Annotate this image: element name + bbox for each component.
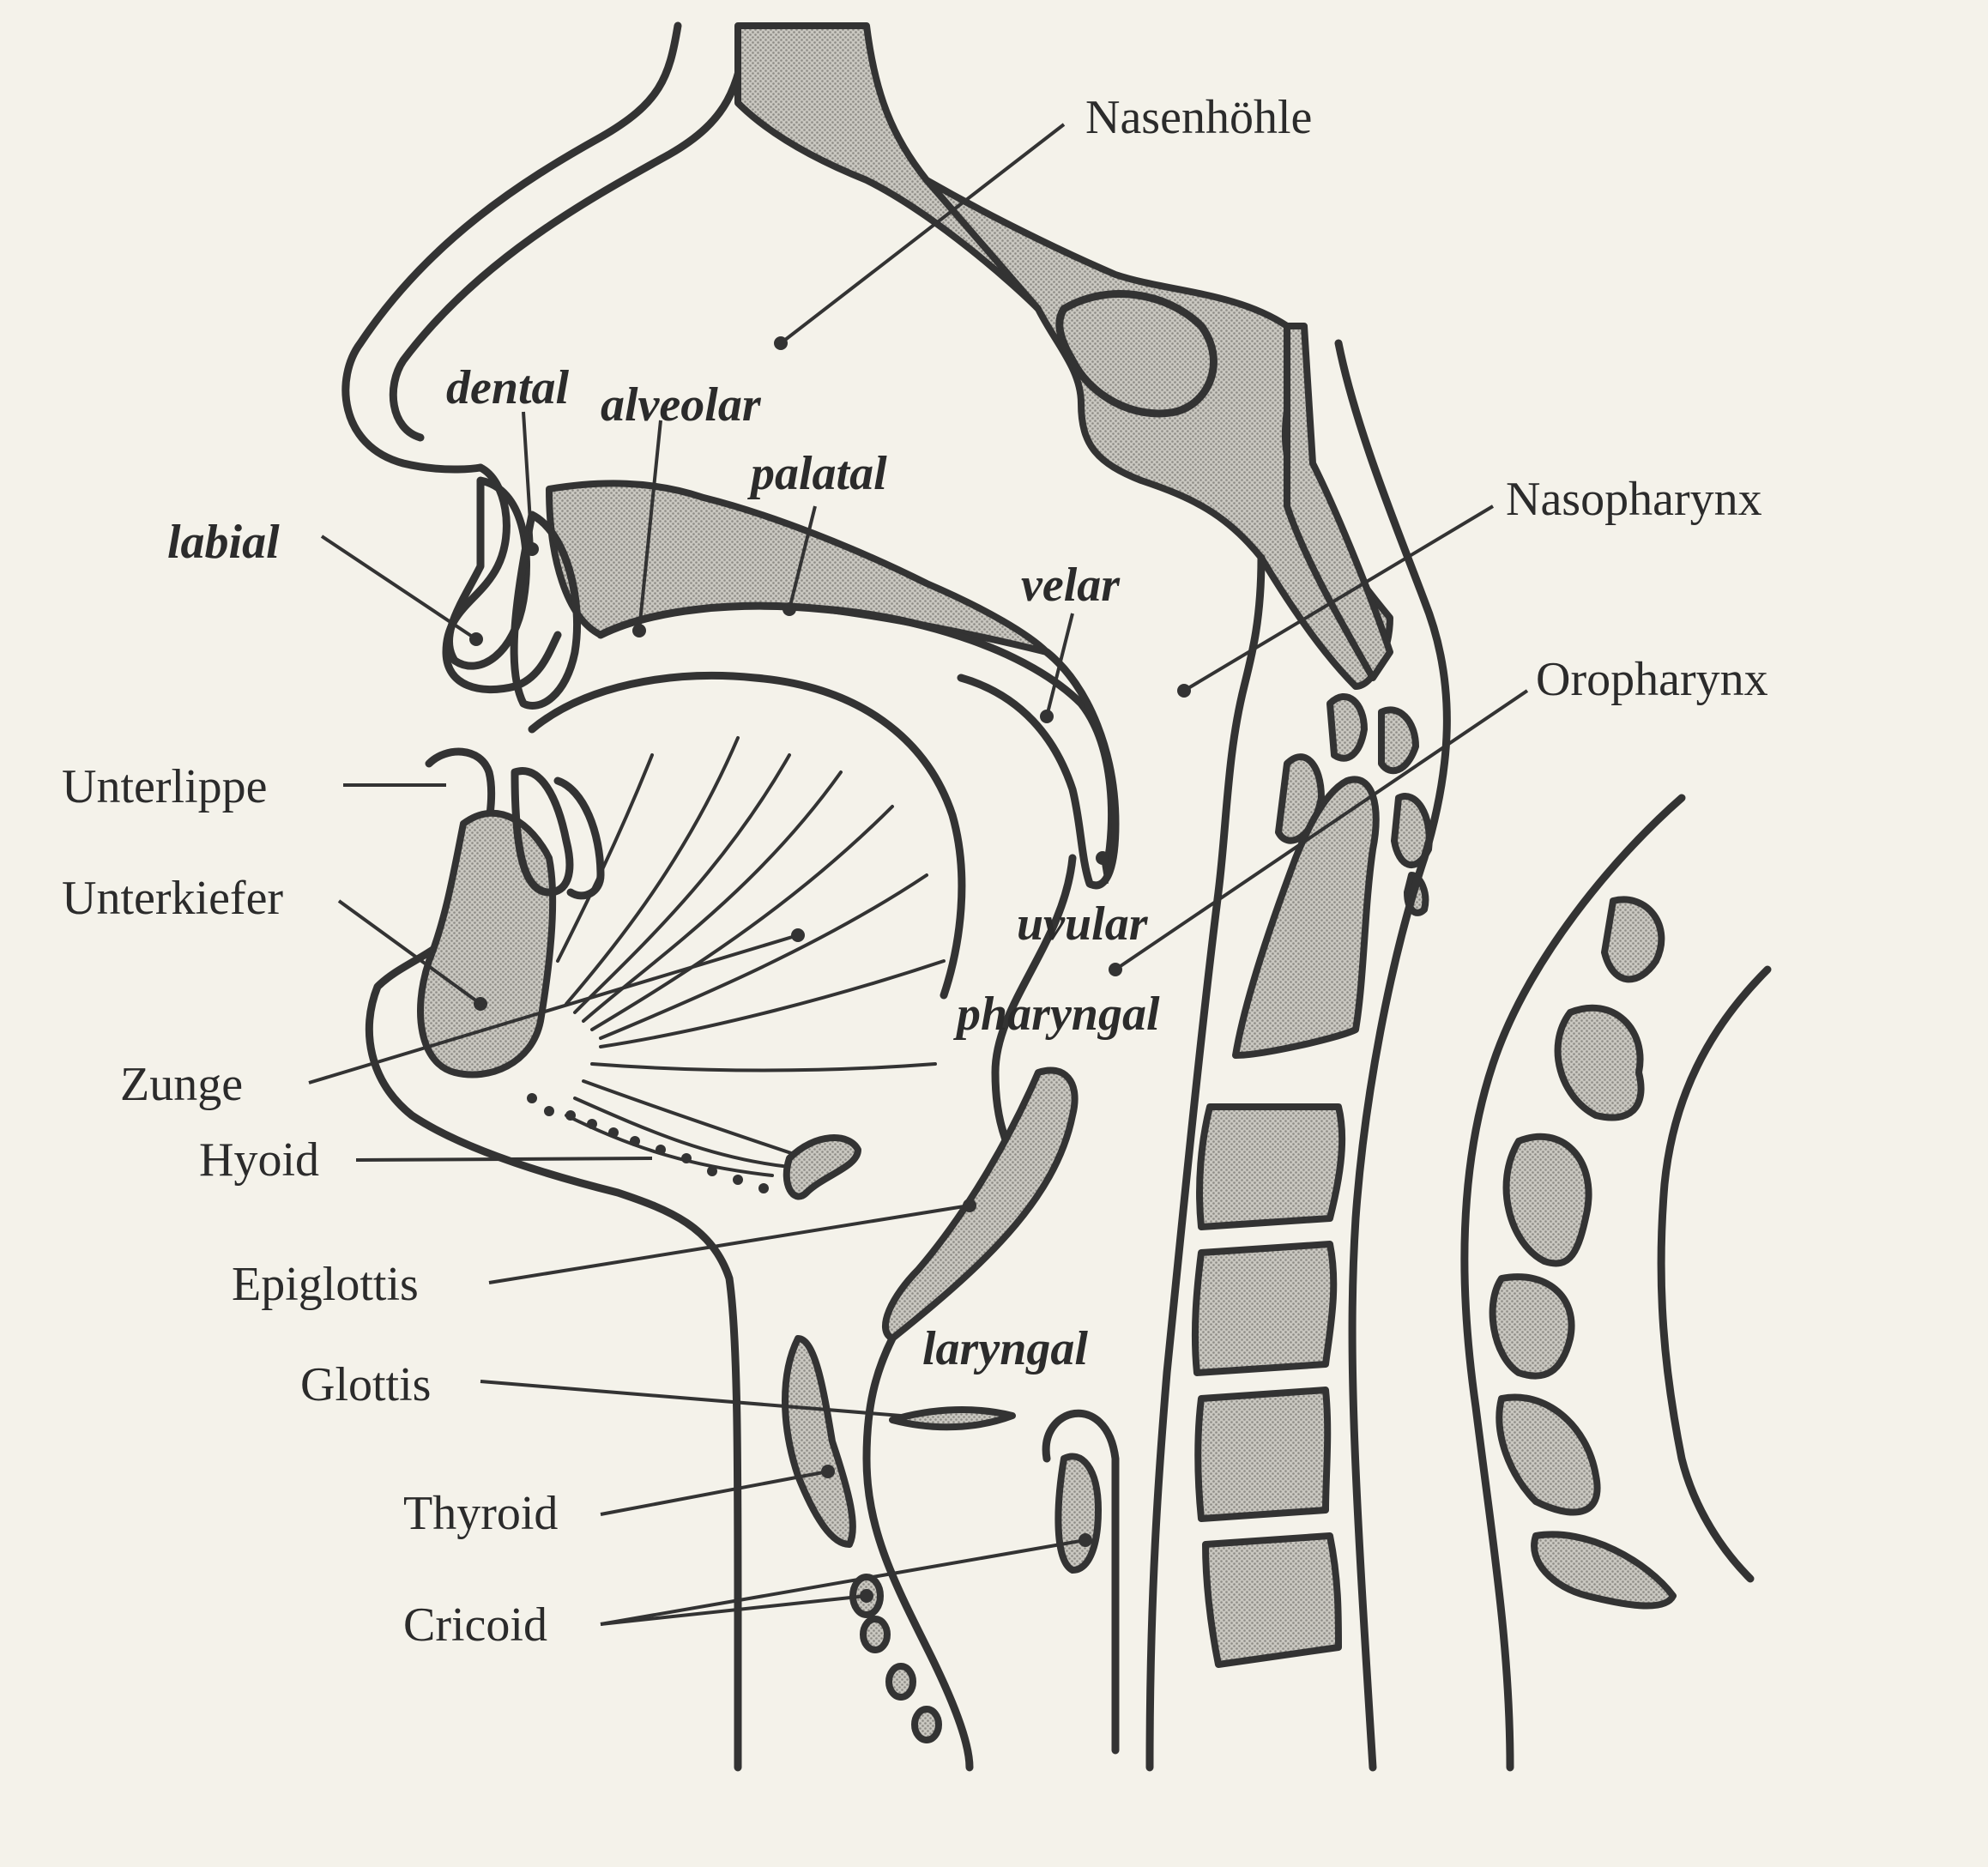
label-zunge: Zunge: [120, 1058, 243, 1111]
thyroid-cartilage: [782, 1335, 856, 1548]
sinus-cavity: [1055, 290, 1218, 418]
epiglottis-shape: [881, 1066, 1079, 1342]
tongue-fibers: [556, 736, 946, 1177]
nose-outline: [341, 21, 682, 474]
nasal-bone: [734, 22, 1042, 312]
cricoid-cartilage: [1054, 1453, 1102, 1574]
trachea-posterior: [1042, 1409, 1120, 1755]
nasal-bone-inner: [389, 30, 751, 442]
label-alveolar: alveolar: [601, 378, 762, 432]
label-velar: velar: [1021, 559, 1121, 612]
pharynx-posterior-wall: [1145, 553, 1266, 1772]
tongue-dorsum: [528, 672, 966, 1000]
label-uvular: uvular: [1017, 897, 1149, 951]
pointer-lines: [308, 123, 1529, 1626]
sinus-bone: [923, 177, 1393, 690]
label-pharyngal: pharyngal: [953, 988, 1160, 1041]
atlas-anterior: [1232, 776, 1380, 1059]
glottis-slit: [889, 1406, 1016, 1431]
label-cricoid: Cricoid: [403, 1598, 547, 1652]
upper-lip: [442, 463, 562, 694]
lower-incisor-2: [553, 776, 605, 900]
label-dental: dental: [446, 361, 570, 414]
label-nasenhoehle: Nasenhöhle: [1085, 91, 1312, 144]
place-labels: labial dental alveolar palatal velar uvu…: [167, 361, 1160, 1375]
label-epiglottis: Epiglottis: [232, 1258, 419, 1311]
label-oropharynx: Oropharynx: [1536, 653, 1768, 706]
label-palatal: palatal: [747, 447, 887, 500]
mandible: [417, 809, 557, 1079]
label-glottis: Glottis: [300, 1358, 431, 1411]
adenoid-pieces: [1275, 693, 1433, 916]
label-labial: labial: [167, 516, 280, 569]
spinal-canal-back: [1460, 794, 1686, 1772]
label-nasopharynx: Nasopharynx: [1506, 473, 1762, 526]
velum: [957, 648, 1120, 890]
label-hyoid: Hyoid: [199, 1133, 319, 1187]
upper-lip-muscle: [444, 476, 530, 670]
hyoid-bone: [783, 1134, 861, 1200]
label-unterkiefer: Unterkiefer: [62, 872, 283, 925]
label-thyroid: Thyroid: [403, 1487, 558, 1540]
vertebral-bodies: [1191, 1103, 1346, 1668]
anatomy: [341, 21, 1772, 1772]
upper-incisor: [510, 511, 581, 710]
spinal-canal-front: [1334, 339, 1451, 1772]
spinous-processes: [1489, 896, 1677, 1610]
spinal-cord-line: [1657, 965, 1772, 1583]
label-laryngal: laryngal: [922, 1322, 1088, 1375]
sphenoid-spike: [1284, 323, 1393, 681]
label-unterlippe: Unterlippe: [62, 760, 267, 813]
larynx-anterior: [862, 1334, 974, 1772]
hyoid-dots: [527, 1093, 769, 1193]
anatomy-labels: Nasenhöhle Nasopharynx Oropharynx Unterl…: [62, 91, 1768, 1652]
lower-incisor: [511, 767, 574, 897]
